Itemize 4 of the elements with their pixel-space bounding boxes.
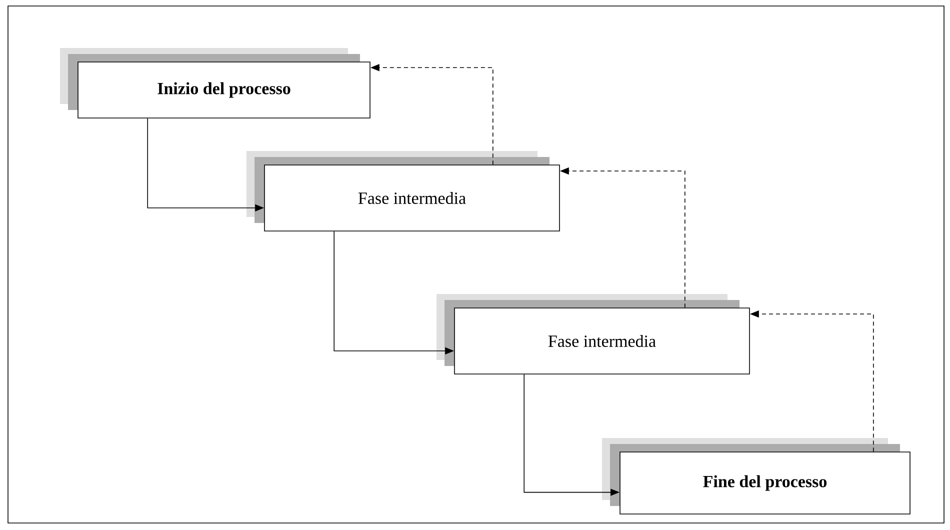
process-box: Fase intermedia xyxy=(436,294,750,374)
process-box: Fase intermedia xyxy=(246,151,560,232)
process-box: Inizio del processo xyxy=(60,48,370,118)
process-box: Fine del processo xyxy=(602,438,910,514)
